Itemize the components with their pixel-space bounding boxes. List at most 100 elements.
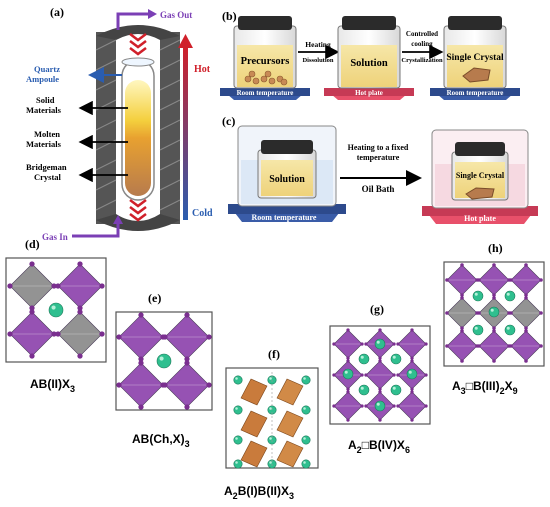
halide-atom xyxy=(77,309,83,315)
halide-atom xyxy=(184,360,190,366)
plate-b3-label: Room temperature xyxy=(447,89,504,97)
halide-atom xyxy=(424,342,428,346)
gas-out-arrowhead xyxy=(148,9,157,19)
halide-atom xyxy=(460,359,464,363)
formula-d: AB(II)X3 xyxy=(30,377,75,394)
formula-g: A2□B(IV)X6 xyxy=(348,438,410,455)
cation-highlight xyxy=(269,437,272,440)
temperature-arrowhead xyxy=(178,34,193,48)
halide-atom xyxy=(364,342,368,346)
temperature-gradient-bar xyxy=(183,46,188,220)
single-crystal-c xyxy=(465,187,495,200)
plate-b1-label: Room temperature xyxy=(237,89,294,97)
gas-out-arrow xyxy=(116,12,150,30)
a-site-cation xyxy=(233,405,243,415)
octahedron xyxy=(240,440,268,468)
a-site-cation xyxy=(374,338,386,350)
cation-highlight xyxy=(376,340,380,344)
halide-atom xyxy=(539,278,543,282)
cation-highlight xyxy=(235,437,238,440)
octahedron xyxy=(276,410,304,438)
beaker-precursors: Precursors Room temperature xyxy=(220,16,310,100)
halide-atom xyxy=(29,261,35,267)
panel-b-solution-cooling: (b) Precursors Room temperature Heating … xyxy=(220,9,520,100)
panel-label-a: (a) xyxy=(50,5,64,19)
halide-atom xyxy=(424,373,428,377)
arrow-b1-bottom: Dissolution xyxy=(302,57,333,64)
cation-highlight xyxy=(51,305,56,310)
jar-lid-c2 xyxy=(455,142,505,156)
chevrons-bottom xyxy=(129,199,147,222)
halide-atom xyxy=(138,356,144,362)
arrow-b1-top: Heating xyxy=(305,40,331,49)
formula-e: AB(Ch,X)3 xyxy=(132,432,190,449)
halide-atom xyxy=(378,387,382,391)
halide-atom xyxy=(206,382,212,388)
panel-label-c: (c) xyxy=(222,114,235,128)
furnace-bottom xyxy=(96,214,180,231)
a-site-cation xyxy=(301,459,311,469)
halide-atom xyxy=(410,356,414,360)
halide-atom xyxy=(346,328,350,332)
halide-atom xyxy=(346,359,350,363)
halide-atom xyxy=(346,390,350,394)
halide-atom xyxy=(524,263,528,267)
halide-atom xyxy=(524,329,528,333)
cation-highlight xyxy=(159,356,164,361)
octahedron xyxy=(276,378,304,406)
panel-a-bridgman-furnace: (a) xyxy=(26,5,213,242)
quartz-label-2: Ampoule xyxy=(26,74,59,84)
halide-atom xyxy=(410,387,414,391)
a-site-cation xyxy=(390,353,402,365)
a-site-cation xyxy=(48,302,64,318)
formula-h: A3□B(III)2X9 xyxy=(452,379,518,396)
arrow-c-top-2: temperature xyxy=(357,153,400,162)
halide-atom xyxy=(460,329,464,333)
arrow-b2-top-1: Controlled xyxy=(406,30,438,38)
halide-atom xyxy=(99,283,105,289)
halide-atom xyxy=(77,305,83,311)
hot-label: Hot xyxy=(194,64,211,75)
octahedron xyxy=(240,378,268,406)
a-site-cation xyxy=(504,324,516,336)
cation-highlight xyxy=(392,355,396,359)
a-site-cation xyxy=(301,435,311,445)
structure-d-frame xyxy=(5,257,107,363)
halide-atom xyxy=(392,342,396,346)
jar-lid-b2 xyxy=(342,16,396,30)
a-site-cation xyxy=(358,353,370,365)
bridgeman-label-2: Crystal xyxy=(34,172,62,182)
halide-atom xyxy=(184,356,190,362)
cation-highlight xyxy=(506,326,510,330)
octahedron xyxy=(276,440,304,468)
halide-atom xyxy=(55,283,61,289)
halide-atom xyxy=(539,344,543,348)
solid-label-2: Materials xyxy=(26,105,62,115)
furnace-wall-right xyxy=(160,32,180,224)
halide-atom xyxy=(492,296,496,300)
a-site-cation xyxy=(233,375,243,385)
halide-atom xyxy=(364,404,368,408)
halide-atom xyxy=(524,293,528,297)
halide-atom xyxy=(492,359,496,363)
halide-atom xyxy=(524,359,528,363)
cation-highlight xyxy=(303,461,306,464)
panel-c-oil-bath: (c) Solution Room temperature Heating to… xyxy=(222,114,538,224)
halide-atom xyxy=(460,326,464,330)
beaker-b2-label: Solution xyxy=(350,58,388,69)
a-site-cation xyxy=(374,400,386,412)
a-site-cation xyxy=(233,459,243,469)
cation-highlight xyxy=(392,386,396,390)
crystal-rod xyxy=(125,80,151,196)
halide-atom xyxy=(378,418,382,422)
halide-atom xyxy=(7,283,13,289)
bridgeman-label-1: Bridgeman xyxy=(26,162,67,172)
arrow-c-bottom: Oil Bath xyxy=(362,184,395,194)
halide-atom xyxy=(378,359,382,363)
halide-atom xyxy=(477,311,481,315)
beaker-c2-label: Single Crystal xyxy=(456,171,505,180)
cation-highlight xyxy=(235,377,238,380)
halide-atom xyxy=(162,334,168,340)
halide-atom xyxy=(396,373,400,377)
halide-atom xyxy=(346,418,350,422)
